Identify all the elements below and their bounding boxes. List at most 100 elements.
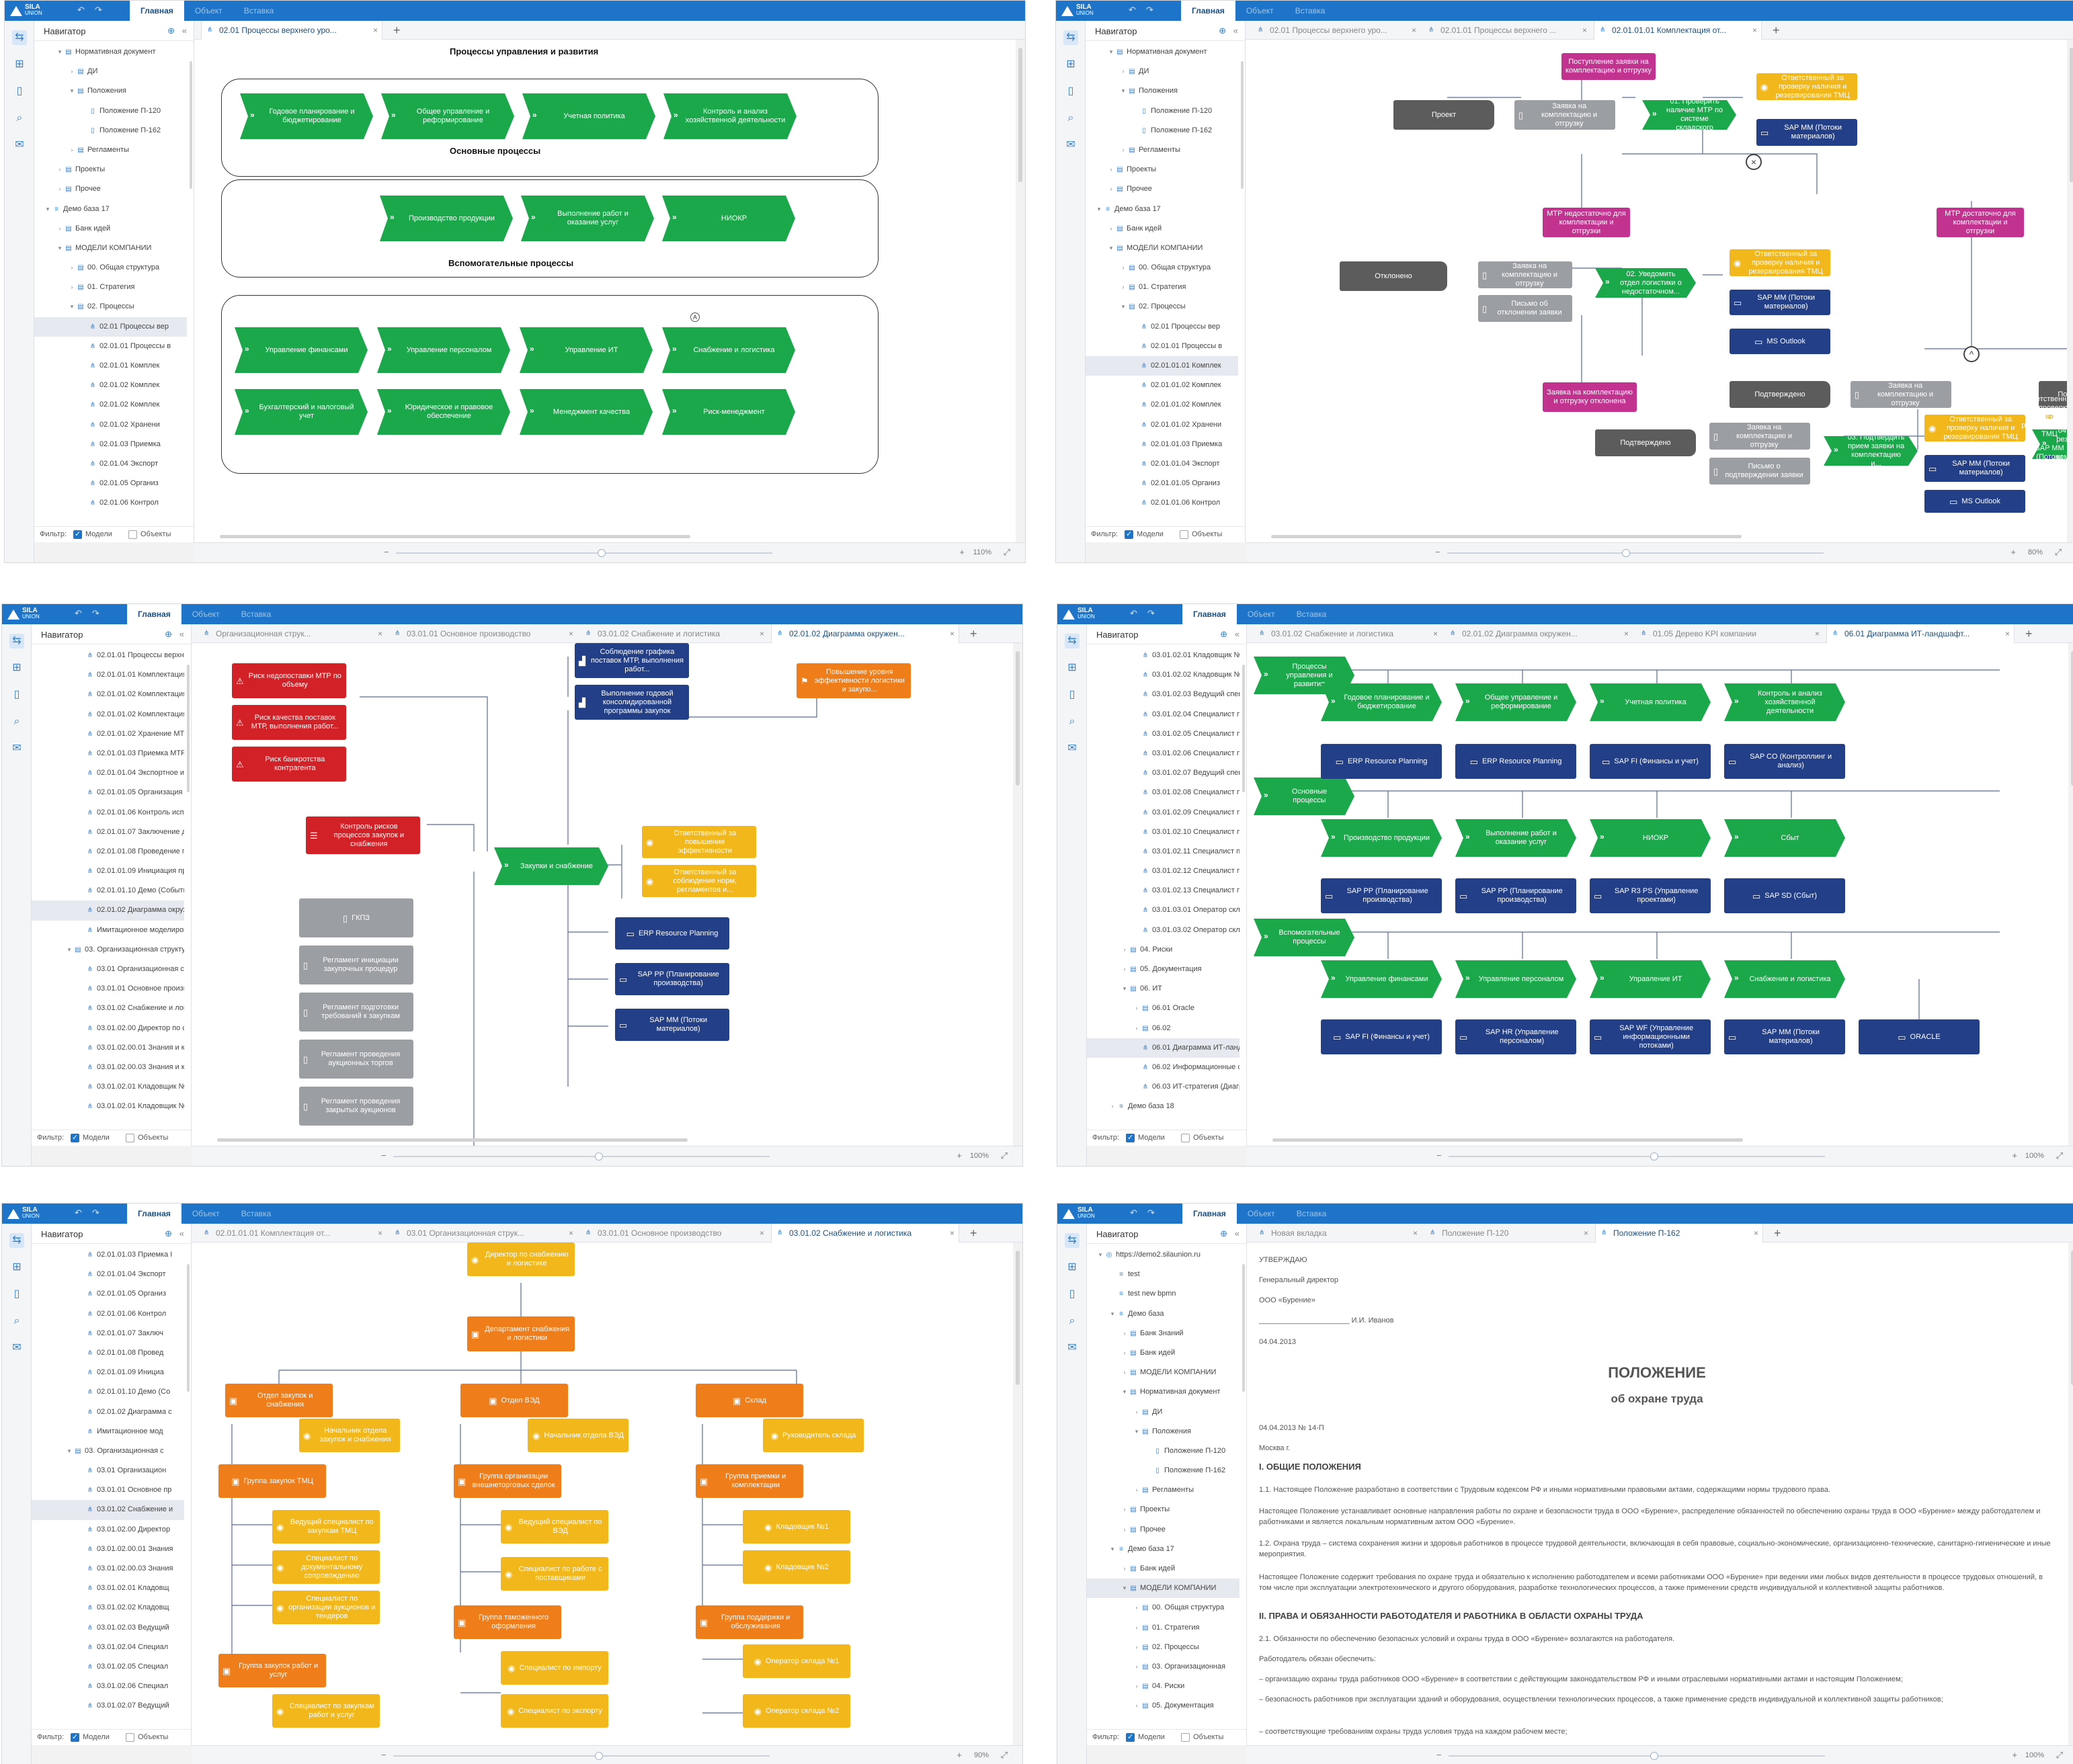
tree-item[interactable]: ▾≡Демо база 17 [1086, 200, 1238, 219]
tree-item[interactable]: ⋔02.01.01 Процессы в [1086, 337, 1238, 356]
navigator-scrollbar[interactable] [1242, 665, 1245, 792]
document-tab[interactable]: ⋔06.01 Диаграмма ИТ-ландшафт...× [1826, 624, 2015, 643]
tree-item[interactable]: ›▤Банк идей [1086, 219, 1238, 239]
tree-item[interactable]: ≡test [1087, 1265, 1239, 1284]
tree-item[interactable]: ⋔03.01 Организационная структур [32, 960, 184, 979]
tree-item[interactable]: ⋔03.01.02.10 Специалист по [1087, 823, 1239, 842]
process-node[interactable]: »Сбыт [1724, 819, 1845, 857]
system-node[interactable]: ▭SAP MM (Потоки материалов) [1924, 455, 2025, 482]
fit-screen-icon[interactable]: ⤢ [1003, 547, 1010, 557]
new-tab-icon[interactable]: + [393, 24, 401, 37]
filter-objects-checkbox[interactable] [128, 530, 137, 539]
process-node[interactable]: »Годовое планирование и бюджетирование [1321, 683, 1442, 721]
tree-item[interactable]: ›▤ДИ [1086, 62, 1238, 81]
risk-node[interactable]: ⚠Риск недопоставки МТР по объему [232, 663, 346, 698]
chat-icon[interactable]: ✉ [15, 139, 24, 151]
tree-item[interactable]: ›▤Прочее [1087, 1520, 1239, 1540]
menu-tab-1[interactable]: Главная [130, 1, 184, 21]
tree-item[interactable]: ≡test new bpmn [1087, 1284, 1239, 1304]
role-node[interactable]: ◉Кладовщик №1 [743, 1510, 850, 1544]
tree-item[interactable]: ⋔03.01.02.07 Ведущий [32, 1696, 184, 1716]
document-node[interactable]: ▯Заявка на комплектацию и отгрузку [1478, 261, 1572, 288]
tree-item[interactable]: ⋔03.01.02.00 Директор [32, 1520, 184, 1540]
menu-tab-1[interactable]: Главная [1182, 1204, 1237, 1224]
close-tab-icon[interactable]: × [949, 629, 954, 638]
tree-item[interactable]: ⋔02.01.01.02 Хранение МТР (Событ [32, 724, 184, 744]
role-node[interactable]: ◉Ответственный за повышение эффективност… [642, 826, 756, 858]
close-tab-icon[interactable]: × [1432, 629, 1438, 638]
role-node[interactable]: ◉Руководитель склада [763, 1419, 864, 1452]
zoom-slider-knob[interactable] [595, 1152, 603, 1161]
expand-arrow-icon[interactable]: › [71, 146, 73, 153]
document-tab[interactable]: ⋔02.01.01.01 Комплектация от...× [198, 1224, 387, 1243]
tree-item[interactable]: ›▤03. Организационная [1087, 1657, 1239, 1677]
process-node[interactable]: »Управление ИТ [1590, 960, 1711, 998]
tree-item[interactable]: ⋔03.01.02.12 Специалист по [1087, 862, 1239, 881]
search-icon[interactable]: ⌕ [13, 1315, 20, 1327]
tree-item[interactable]: ⋔02.01.01.02 Комплек [1086, 395, 1238, 415]
close-tab-icon[interactable]: × [1582, 26, 1587, 35]
tree-item[interactable]: ⋔02.01.01.09 Инициация процедур [32, 862, 184, 881]
horizontal-scrollbar[interactable] [1272, 1138, 1743, 1142]
menu-tab-3[interactable]: Вставка [241, 610, 272, 619]
collapse-icon[interactable]: « [179, 1228, 184, 1238]
system-node[interactable]: ▭SAP MM (Потоки материалов) [1730, 290, 1830, 315]
tree-item[interactable]: ⋔03.01.03.01 Оператор скла [1087, 900, 1239, 920]
collapse-icon[interactable]: « [1234, 1228, 1239, 1238]
xor-gateway-icon[interactable]: × [1746, 154, 1762, 170]
tree-item[interactable]: ›▤05. Документация [1087, 960, 1239, 979]
document-icon[interactable]: ▯ [16, 85, 23, 97]
expand-arrow-icon[interactable]: › [71, 264, 73, 271]
role-node[interactable]: ◉Кладовщик №2 [743, 1550, 850, 1584]
expand-arrow-icon[interactable]: ▾ [1135, 1427, 1139, 1435]
tree-item[interactable]: ›▤05. Документация [1087, 1696, 1239, 1716]
menu-tab-2[interactable]: Объект [192, 1209, 220, 1218]
close-tab-icon[interactable]: × [949, 1228, 954, 1238]
add-folder-icon[interactable]: ⊕ [167, 26, 175, 36]
document-node[interactable]: ▯Регламент подготовки требований к закуп… [299, 993, 413, 1032]
zoom-in-icon[interactable]: + [959, 547, 965, 557]
menu-tab-2[interactable]: Объект [1246, 6, 1274, 15]
expand-arrow-icon[interactable]: › [1123, 1525, 1126, 1533]
close-tab-icon[interactable]: × [1814, 629, 1820, 638]
system-node[interactable]: ▭MS Outlook [1730, 329, 1830, 354]
role-node[interactable]: ◉Ответственный за проверку наличия и рез… [1730, 249, 1830, 276]
menu-tab-3[interactable]: Вставка [241, 1209, 272, 1218]
close-tab-icon[interactable]: × [1583, 1228, 1588, 1238]
navigator-icon[interactable]: ⇆ [1063, 30, 1078, 45]
tree-item[interactable]: ⋔03.01.02.00.03 Знания и компетен [32, 1058, 184, 1077]
undo-icon[interactable]: ↶ [1130, 608, 1137, 618]
add-folder-icon[interactable]: ⊕ [165, 629, 172, 639]
org-unit-node[interactable]: ▣Группа организации внешнеторговых сдело… [454, 1464, 561, 1498]
tree-item[interactable]: ›▤01. Стратегия [34, 278, 187, 297]
close-tab-icon[interactable]: × [2004, 629, 2010, 638]
org-unit-node[interactable]: ▣Группа закупок ТМЦ [218, 1464, 326, 1498]
system-node[interactable]: ▭SAP CO (Контроллинг и анализ) [1724, 744, 1845, 779]
tree-item[interactable]: ▾▤02. Процессы [34, 297, 187, 317]
navigator-scrollbar[interactable] [187, 665, 190, 792]
process-node[interactable]: »Закупки и снабжение [494, 847, 608, 885]
system-node[interactable]: ▭SAP MM (Потоки материалов) [1756, 119, 1857, 146]
tree-item[interactable]: ›▤01. Стратегия [1087, 1618, 1239, 1638]
tree-item[interactable]: ⋔Имитационное мод [32, 1422, 184, 1441]
process-node[interactable]: »Годовое планирование и бюджетирование [240, 93, 373, 139]
tree-item[interactable]: ⋔06.03 ИТ-стратегия (Диагр [1087, 1077, 1239, 1097]
tree-item[interactable]: ⋔03.01.02.08 Специалист по [1087, 783, 1239, 802]
zoom-slider[interactable] [1447, 552, 1824, 554]
menu-tab-2[interactable]: Объект [192, 610, 220, 619]
document-icon[interactable]: ▯ [1069, 1288, 1075, 1300]
event-node[interactable]: Поступление заявки на комплектацию и отг… [1561, 53, 1656, 80]
tree-item[interactable]: ⋔02.01.01.06 Контроль исполнения [32, 803, 184, 823]
zoom-slider[interactable] [393, 1156, 770, 1157]
zoom-in-icon[interactable]: + [2012, 1150, 2017, 1161]
document-tab[interactable]: ⋔03.01.01 Основное производство× [389, 624, 577, 643]
model-icon[interactable]: ⊞ [1067, 1261, 1077, 1273]
tree-item[interactable]: ⋔02.01.01.07 Заключ [32, 1324, 184, 1343]
tree-item[interactable]: ⋔02.01.01.10 Демо (Со [32, 1382, 184, 1402]
tree-item[interactable]: ▾▤Нормативная документ [34, 42, 187, 62]
expand-arrow-icon[interactable]: › [1110, 185, 1112, 193]
menu-tab-3[interactable]: Вставка [1295, 6, 1326, 15]
tree-item[interactable]: ›▤00. Общая структура [1087, 1598, 1239, 1618]
tree-item[interactable]: ▾▤03. Организационная с [32, 1441, 184, 1461]
system-node[interactable]: ▭SAP WF (Управление информационными пото… [1590, 1019, 1711, 1054]
